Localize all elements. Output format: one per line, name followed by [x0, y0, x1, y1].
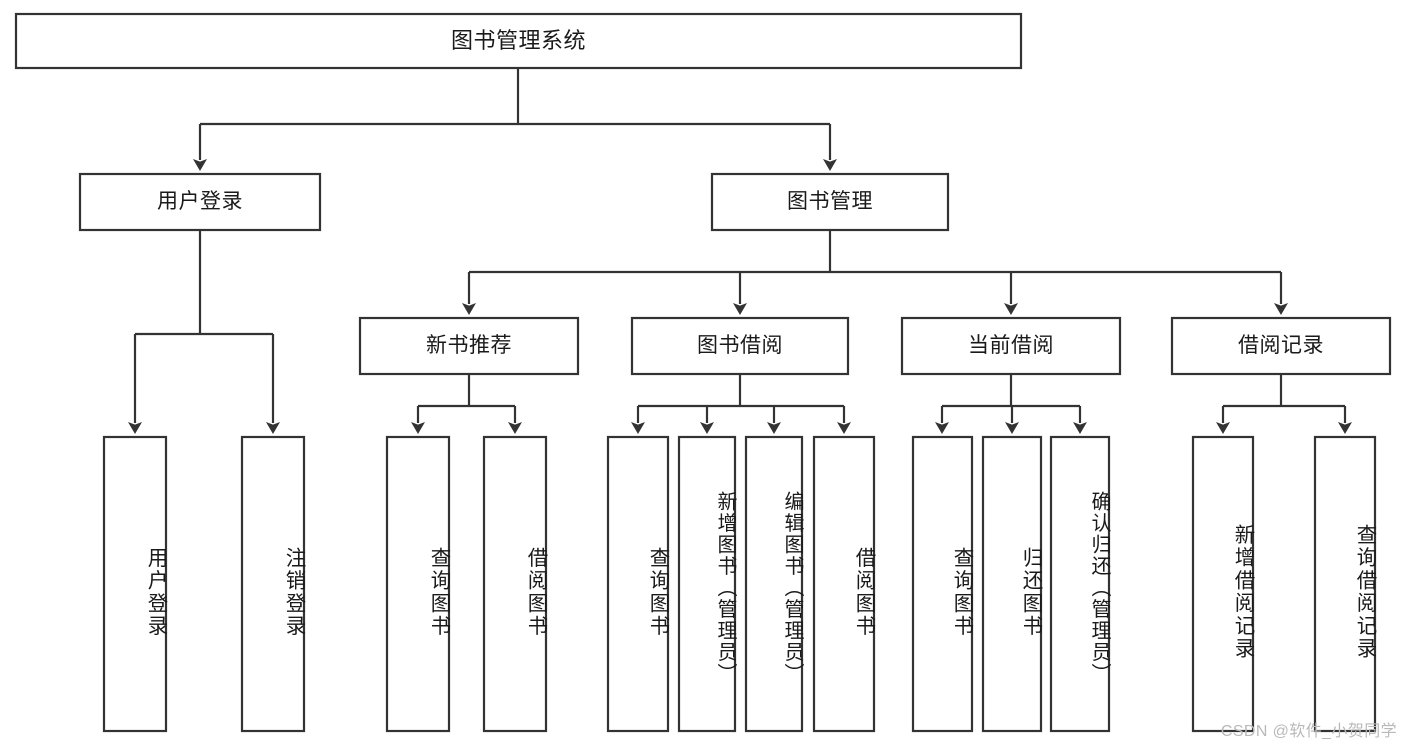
node-box-leaf-borrow-book-recommend[interactable] [482, 435, 548, 733]
node-box-root[interactable] [14, 12, 1023, 70]
node-box-leaf-logout[interactable] [240, 435, 306, 733]
node-box-leaf-borrow-book[interactable] [812, 435, 876, 733]
node-box-borrow-record[interactable] [1170, 316, 1392, 376]
node-box-leaf-confirm-return-admin[interactable] [1049, 435, 1111, 733]
node-box-leaf-add-borrow-record[interactable] [1191, 435, 1255, 733]
node-box-book-manage[interactable] [710, 172, 950, 232]
node-box-leaf-query-book-current[interactable] [911, 435, 974, 733]
node-box-leaf-return-book[interactable] [981, 435, 1043, 733]
node-box-user-login[interactable] [78, 172, 322, 232]
node-box-leaf-query-borrow-record[interactable] [1313, 435, 1377, 733]
node-box-leaf-add-book-admin[interactable] [677, 435, 737, 733]
node-box-book-borrow[interactable] [630, 316, 850, 376]
node-box-new-book-recommend[interactable] [358, 316, 580, 376]
node-box-leaf-edit-book-admin[interactable] [744, 435, 804, 733]
node-box-leaf-user-login[interactable] [102, 435, 168, 733]
watermark-text: CSDN @软件_小贺同学 [1220, 723, 1397, 740]
node-box-current-borrow[interactable] [900, 316, 1122, 376]
node-box-leaf-query-book-borrow[interactable] [606, 435, 670, 733]
node-box-leaf-query-book-recommend[interactable] [385, 435, 451, 733]
